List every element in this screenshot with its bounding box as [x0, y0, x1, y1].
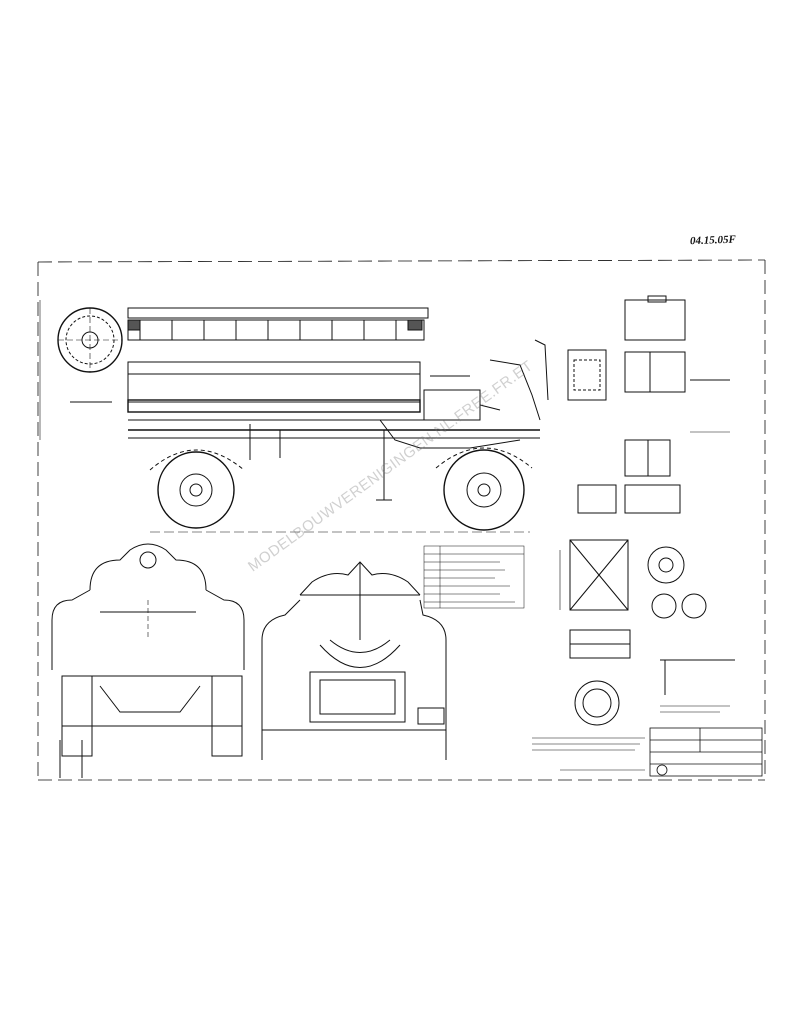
notes-lines — [532, 705, 730, 771]
title-block — [649, 727, 763, 777]
parts-legend — [423, 545, 525, 609]
rear-end-view — [261, 561, 447, 760]
spare-wheel-detail — [39, 300, 123, 440]
detail-views-lower-right — [559, 539, 735, 726]
front-end-view — [51, 543, 245, 778]
sheet-border — [37, 259, 766, 781]
detail-views-upper-right — [567, 295, 730, 401]
truck-side-view — [127, 307, 549, 533]
drawing-number: 04.15.05F — [689, 233, 737, 248]
detail-views-middle-right — [577, 431, 730, 514]
